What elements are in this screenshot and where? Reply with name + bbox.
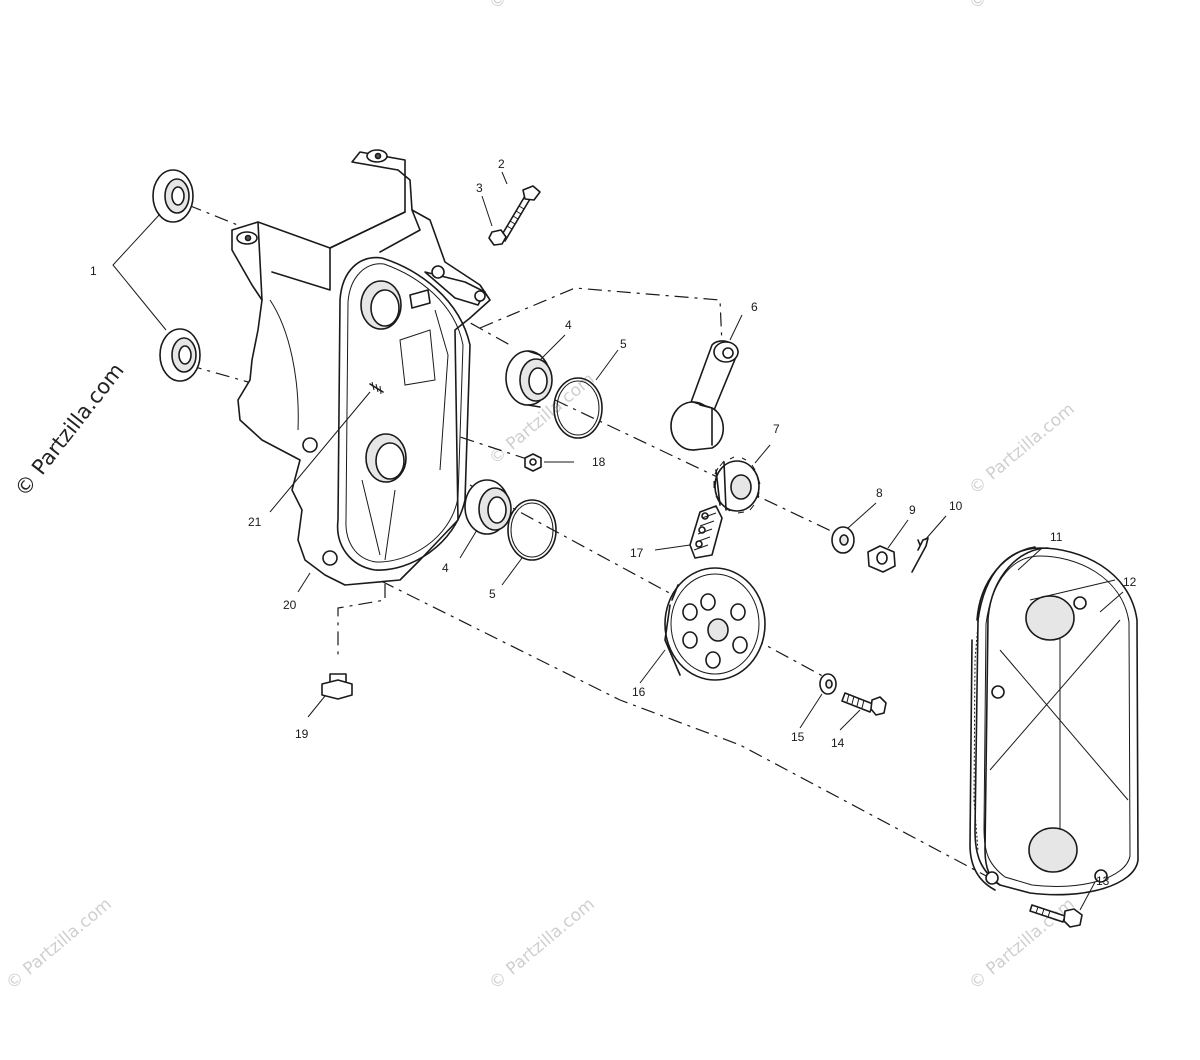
callout-12: 12: [1123, 575, 1137, 589]
chaincase-gasket: [336, 256, 471, 571]
callout-5-upper: 5: [620, 337, 627, 351]
cover-bolt-13: [1029, 904, 1083, 928]
cover-seal-11: [969, 546, 1036, 891]
chaincase-housing: [231, 149, 491, 586]
adjuster-bolt: [499, 185, 541, 242]
drive-chain: [689, 505, 723, 559]
castle-nut-9: [867, 545, 896, 573]
callout-4-upper: 4: [565, 318, 572, 332]
callout-15: 15: [791, 730, 805, 744]
callout-1: 1: [90, 264, 97, 278]
upper-sprocket: [713, 456, 761, 514]
lower-sprocket: [664, 567, 766, 681]
callout-7: 7: [773, 422, 780, 436]
snap-ring-lower: [507, 499, 557, 561]
callout-5-lower: 5: [489, 587, 496, 601]
washer-15: [819, 673, 837, 695]
callout-16: 16: [632, 685, 646, 699]
watermark-tile: © Partzilla.com: [965, 894, 1078, 994]
callout-11: 11: [1050, 530, 1063, 544]
callout-14: 14: [831, 736, 845, 750]
watermark-tile: © Partzilla.com: [965, 399, 1078, 499]
callout-2: 2: [498, 157, 505, 171]
washer-8: [831, 526, 855, 554]
leader-lines: [112, 171, 1124, 911]
chaincase-cover: [974, 547, 1139, 896]
callout-17: 17: [630, 546, 644, 560]
callout-4-lower: 4: [442, 561, 449, 575]
callout-19: 19: [295, 727, 309, 741]
bearing-upper: [505, 350, 553, 408]
watermark-tile: © Partzilla.com: [965, 0, 1078, 14]
watermark-tile: © Partzilla.com: [485, 894, 598, 994]
bolt-14: [841, 692, 887, 716]
watermark-tiles: © Partzilla.com © Partzilla.com © Partzi…: [2, 0, 1078, 994]
seal-upper: [152, 169, 194, 223]
watermark-tile: © Partzilla.com: [485, 0, 598, 14]
callout-3: 3: [476, 181, 483, 195]
callout-20: 20: [283, 598, 297, 612]
callout-18: 18: [592, 455, 606, 469]
bearing-lower: [464, 479, 512, 535]
callout-labels: 1 2 3 4 4 5 5 6 7 8 9 10 11 12 13 14 15 …: [90, 157, 1137, 888]
watermark-main: © Partzilla.com: [10, 359, 129, 501]
jam-nut-3: [488, 229, 507, 246]
callout-6: 6: [751, 300, 758, 314]
callout-8: 8: [876, 486, 883, 500]
callout-10: 10: [949, 499, 963, 513]
cotter-pin-10: [911, 537, 929, 573]
stud: [369, 381, 384, 395]
hex-nut-18: [524, 453, 542, 472]
seal-lower: [159, 328, 201, 382]
callout-9: 9: [909, 503, 916, 517]
drain-plug-19: [321, 673, 353, 700]
watermark-tile: © Partzilla.com: [2, 894, 115, 994]
snap-ring-upper: [553, 377, 603, 439]
tensioner-arm: [670, 340, 739, 451]
callout-21: 21: [248, 515, 262, 529]
callout-13: 13: [1096, 874, 1110, 888]
